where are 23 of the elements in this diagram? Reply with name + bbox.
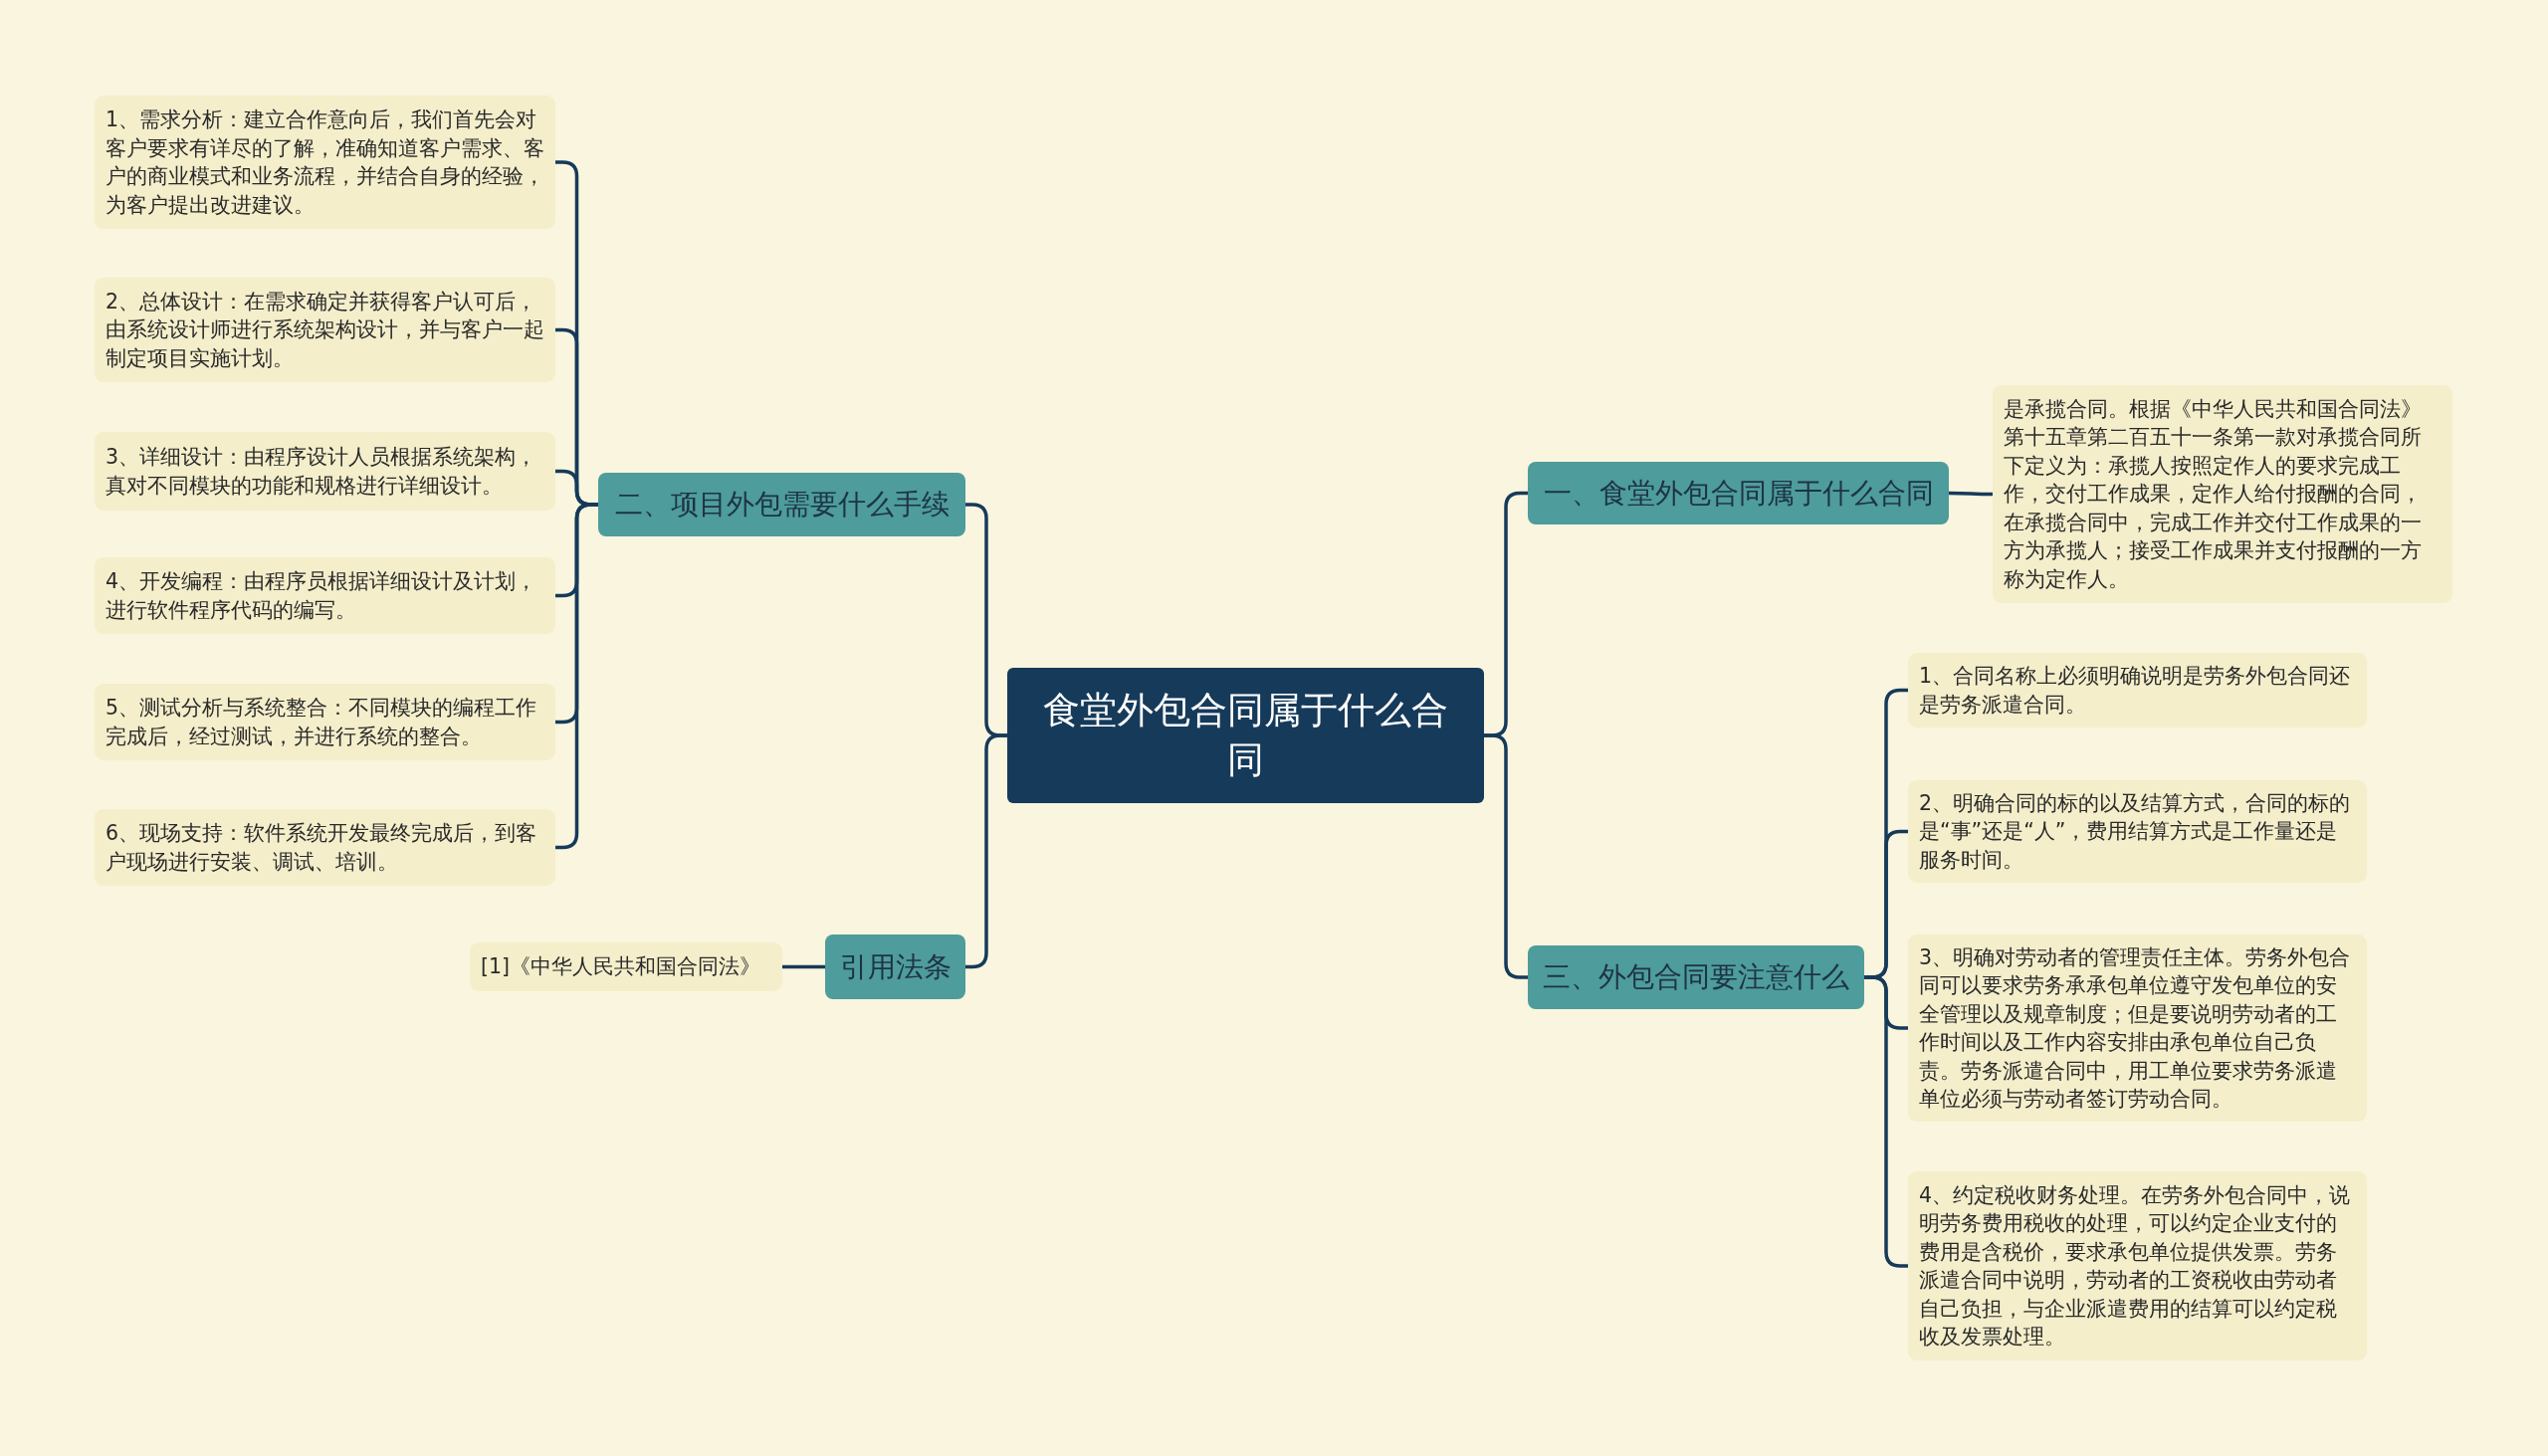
connector-line bbox=[555, 503, 598, 850]
note-box: 1、需求分析：建立合作意向后，我们首先会对客户要求有详尽的了解，准确知道客户需求、客户的商业模式和业务流程，并结合自身的经验，为客户提出改进建议。 bbox=[95, 96, 555, 229]
connector-line bbox=[965, 733, 1007, 969]
topic-box: 一、食堂外包合同属于什么合同 bbox=[1528, 462, 1949, 524]
central-topic-box: 食堂外包合同属于什么合同 bbox=[1007, 668, 1484, 803]
note-box: [1]《中华人民共和国合同法》 bbox=[470, 942, 782, 991]
topic-box: 二、项目外包需要什么手续 bbox=[598, 473, 965, 536]
topic-box: 三、外包合同要注意什么 bbox=[1528, 945, 1864, 1009]
note-box: 2、明确合同的标的以及结算方式，合同的标的是“事”还是“人”，费用结算方式是工作量还是服务时间。 bbox=[1908, 780, 2367, 883]
connector-line bbox=[1949, 491, 1993, 497]
note-box: 1、合同名称上必须明确说明是劳务外包合同还是劳务派遣合同。 bbox=[1908, 653, 2367, 728]
note-box: 3、明确对劳动者的管理责任主体。劳务外包合同可以要求劳务承承包单位遵守发包单位的安全管理以及规章制度；但是要说明劳动者的工作时间以及工作内容安排由承包单位自己负责。劳务派遣合同中，用工单位要求劳务派遣单位必须与劳动者签订劳动合同。 bbox=[1908, 935, 2367, 1122]
note-box: 4、约定税收财务处理。在劳务外包合同中，说明劳务费用税收的处理，可以约定企业支付的费用是含税价，要求承包单位提供发票。劳务派遣合同中说明，劳动者的工资税收由劳动者自己负担，与企业派遣费用的结算可以约定税收及发票处理。 bbox=[1908, 1171, 2367, 1360]
connector-line bbox=[1864, 975, 1908, 1268]
note-box: 是承揽合同。根据《中华人民共和国合同法》第十五章第二百五十一条第一款对承揽合同所下定义为：承揽人按照定作人的要求完成工作，交付工作成果，定作人给付报酬的合同，在承揽合同中，完成工作并交付工作成果的一方为承揽人；接受工作成果并支付报酬的一方称为定作人。 bbox=[1993, 385, 2452, 603]
note-box: 3、详细设计：由程序设计人员根据系统架构，真对不同模块的功能和规格进行详细设计。 bbox=[95, 432, 555, 511]
connector-line bbox=[1484, 733, 1528, 979]
note-box: 5、测试分析与系统整合：不同模块的编程工作完成后，经过测试，并进行系统的整合。 bbox=[95, 684, 555, 760]
note-box: 4、开发编程：由程序员根据详细设计及计划，进行软件程序代码的编写。 bbox=[95, 557, 555, 634]
topic-box: 引用法条 bbox=[825, 935, 965, 999]
note-box: 6、现场支持：软件系统开发最终完成后，到客户现场进行安装、调试、培训。 bbox=[95, 809, 555, 886]
connector-line bbox=[782, 964, 825, 969]
note-box: 2、总体设计：在需求确定并获得客户认可后，由系统设计师进行系统架构设计，并与客户一起制定项目实施计划。 bbox=[95, 278, 555, 382]
